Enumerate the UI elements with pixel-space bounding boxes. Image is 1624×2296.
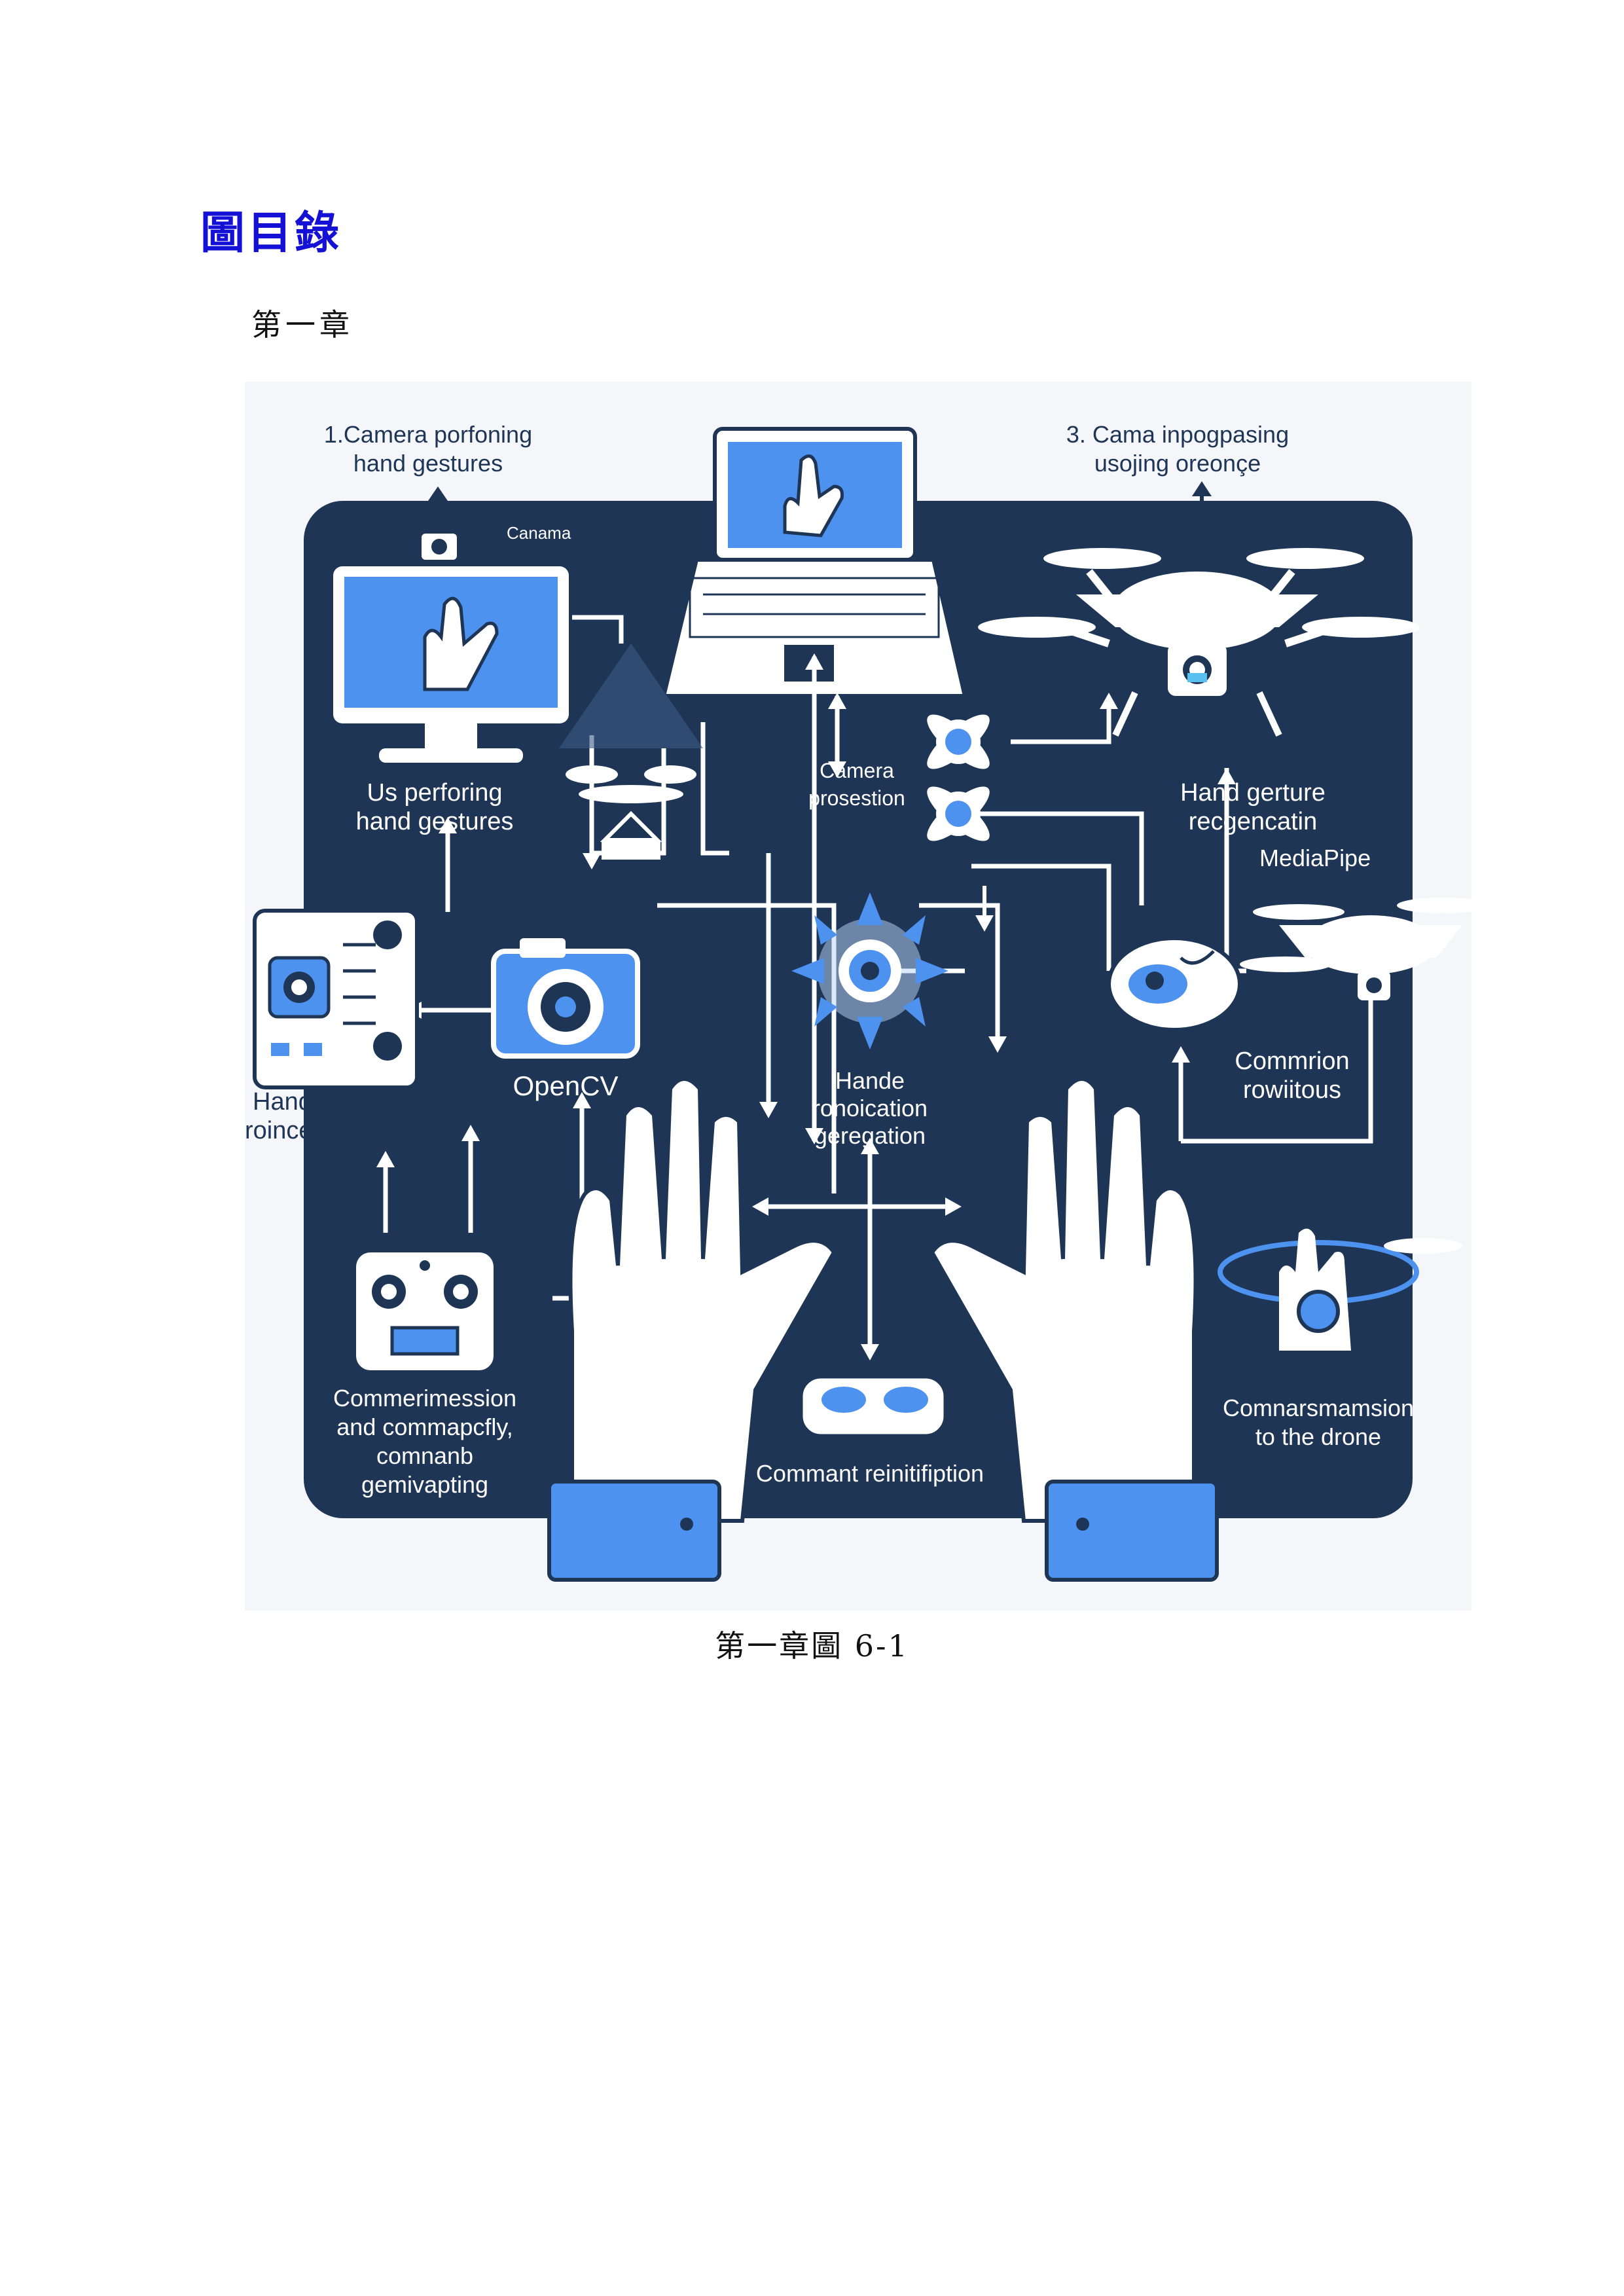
camera-icon-opencv [491,938,640,1059]
connector [919,903,1000,1036]
label-commant: Commant reinitifiption [756,1460,984,1487]
device-card-left [253,909,419,1089]
page-heading: 圖目錄 [200,207,342,259]
controller-icon [356,1252,494,1370]
right-hand-illustration [929,1077,1219,1582]
recognition-hub-icon [791,892,948,1049]
figure-caption: 第一章圖 6-1 [715,1628,909,1664]
chapter-label: 第一章 [251,307,353,342]
arrow-head [1192,555,1212,570]
projector-icon [559,644,703,860]
connector [978,811,1144,905]
label-opencv: OpenCV [513,1070,618,1101]
connector [700,722,729,856]
arrow-head [1192,481,1212,496]
connector [971,864,1111,971]
connector [572,615,624,644]
label-camera-tag: Canama [507,523,571,543]
label-mediapipe: MediaPipe [1259,845,1371,871]
arrow-head [428,486,448,501]
drone-icon-top [978,548,1420,737]
connector [1181,997,1373,1144]
recognizer-icon [1107,936,1242,1032]
connector [1011,709,1111,744]
connector [383,1141,473,1233]
lens-icons [927,714,994,932]
connector [657,903,837,1194]
laptop-icon [661,427,967,698]
command-device-icon [799,1375,947,1438]
arrow-heads [376,653,1380,1360]
hologram-hand-icon [1218,1228,1462,1351]
monitor-icon [333,566,569,763]
left-hand-illustration [547,1077,837,1582]
drone-icon-right [1240,898,1471,1000]
